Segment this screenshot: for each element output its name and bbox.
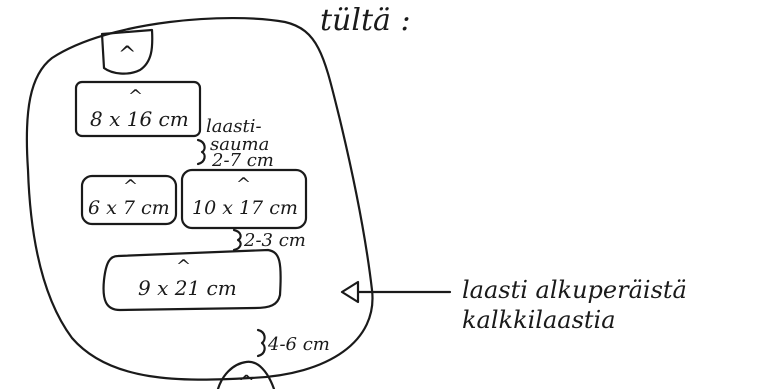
bottom-cap-stone — [216, 360, 276, 389]
view-label: tültä : — [320, 3, 411, 38]
mortar-arrow — [340, 280, 452, 304]
stone-3 — [180, 168, 308, 230]
joint-brace-1 — [196, 138, 206, 166]
top-cap-arrow: ^ — [118, 43, 136, 68]
top-cap-stone — [100, 28, 154, 75]
joint-range-2: 2-3 cm — [243, 230, 306, 251]
stone-3-label: 10 x 17 cm — [192, 197, 298, 219]
joint-brace-3 — [256, 328, 266, 358]
stone-4-label: 9 x 21 cm — [138, 276, 237, 300]
joint-range-1: 2-7 cm — [211, 150, 274, 171]
joint-brace-2 — [232, 228, 242, 252]
stone-1-arrow: ^ — [128, 86, 143, 107]
stone-4-arrow: ^ — [176, 256, 191, 277]
mortar-note-line-2: kalkkilaastia — [462, 306, 616, 334]
stone-2-arrow: ^ — [123, 176, 138, 197]
stone-2 — [80, 174, 178, 226]
stone-1 — [74, 80, 202, 138]
stone-2-label: 6 x 7 cm — [88, 197, 170, 219]
wall-outline — [25, 16, 374, 381]
mortar-note-line-1: laasti alkuperäistä — [462, 276, 687, 304]
joint-label-2: sauma — [210, 134, 269, 155]
joint-range-3: 4-6 cm — [267, 334, 330, 355]
joint-label-1: laasti- — [206, 116, 262, 137]
stone-1-label: 8 x 16 cm — [90, 107, 189, 131]
stone-3-arrow: ^ — [236, 174, 251, 195]
bottom-cap-arrow: ^ — [238, 370, 255, 389]
stone-4 — [102, 248, 282, 312]
